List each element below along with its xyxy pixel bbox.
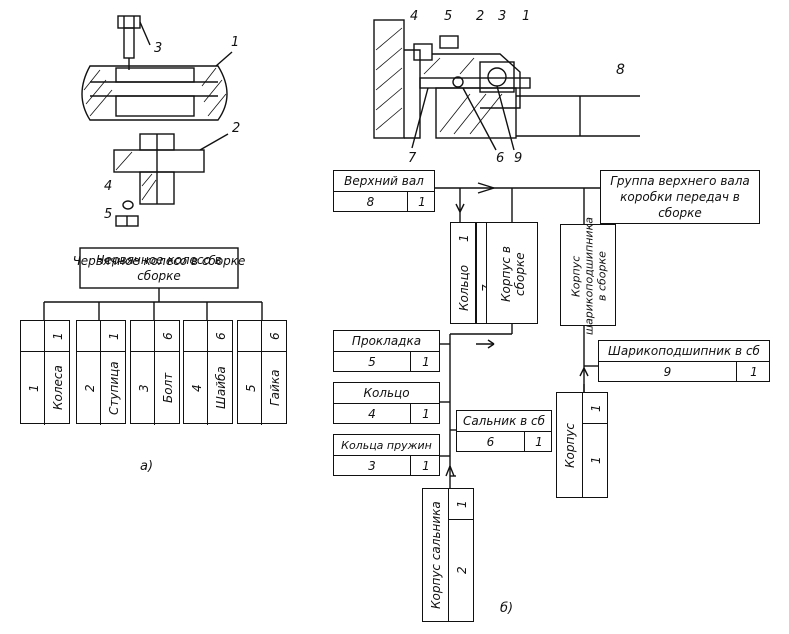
- part-node-kolesa: Колеса 1 1: [20, 320, 70, 425]
- node-shaft: Верхний вал 8 1: [333, 170, 435, 212]
- part-node-gaika: Гайка 5 6: [237, 320, 287, 425]
- node-index: 5: [334, 352, 411, 371]
- section-label-2: 2: [476, 9, 484, 24]
- section-label-5: 5: [444, 9, 452, 24]
- node-name: Кольцо: [457, 264, 471, 312]
- part-qty: 1: [51, 332, 65, 340]
- node-index: 6: [457, 432, 525, 451]
- section-label-7: 7: [408, 151, 417, 166]
- part-node-bolt: Болт 3 6: [130, 320, 180, 425]
- node-index: 8: [334, 192, 408, 211]
- node-name: Корпус в сборке: [499, 246, 527, 302]
- node-qty: 1: [418, 194, 426, 209]
- drawing-label-1: 1: [231, 35, 239, 50]
- node-index: 9: [599, 362, 737, 381]
- gearbox-shaft-section-drawing: [373, 19, 640, 151]
- part-index: 5: [244, 384, 258, 392]
- worm-wheel-exploded-drawing: [81, 15, 233, 227]
- node-qty: 1: [750, 364, 758, 379]
- part-index: 4: [190, 384, 204, 392]
- part-name: Ступица: [107, 361, 121, 415]
- part-qty: 6: [268, 332, 282, 340]
- section-label-4: 4: [410, 9, 418, 24]
- node-qty: 1: [589, 404, 603, 412]
- node-index: 2: [455, 566, 469, 574]
- node-qty: 1: [455, 500, 469, 508]
- part-qty: 1: [107, 332, 121, 340]
- node-bearing-housing-assy: Корпус шарикоподшипника в сборке: [560, 217, 616, 335]
- node-qty: 1: [535, 434, 543, 449]
- node-name: Прокладка: [334, 331, 439, 352]
- section-label-3: 3: [498, 9, 506, 24]
- node-housing: Корпус 1 1: [556, 392, 608, 498]
- section-label-6: 6: [496, 151, 504, 166]
- node-name: Корпус шарикоподшипника в сборке: [569, 217, 609, 335]
- section-label-9: 9: [514, 151, 522, 166]
- part-node-stupica: Ступица 2 1: [76, 320, 126, 425]
- caption-a: а): [140, 459, 153, 474]
- section-label-1: 1: [522, 9, 530, 24]
- part-node-shaiba: Шайба 4 6: [183, 320, 233, 425]
- part-index: 3: [137, 384, 151, 392]
- drawing-label-4: 4: [104, 179, 112, 194]
- node-housing-assy: Корпус в сборке: [486, 222, 538, 324]
- part-index: 2: [83, 384, 97, 392]
- node-index: 4: [334, 404, 411, 423]
- node-bearing: Шарикоподшипник в сб 9 1: [598, 340, 770, 382]
- node-name: Кольцо: [334, 383, 439, 404]
- caption-b: б): [500, 601, 513, 616]
- section-label-8: 8: [616, 62, 625, 78]
- node-group: Группа верхнего вала коробки передач в с…: [600, 170, 760, 224]
- node-qty: 1: [422, 354, 430, 369]
- node-ring-top: Кольцо 1: [450, 222, 476, 324]
- part-name: Шайба: [214, 366, 228, 410]
- node-gasket: Прокладка 5 1: [333, 330, 440, 372]
- drawing-label-3: 3: [154, 41, 162, 56]
- drawing-label-5: 5: [104, 207, 112, 222]
- part-index: 1: [27, 384, 41, 392]
- node-seal-housing: Корпус сальника 2 1: [422, 488, 474, 622]
- node-index: 1: [589, 456, 603, 464]
- node-spring-rings: Кольца пружин 3 1: [333, 434, 440, 476]
- node-qty: 1: [422, 406, 430, 421]
- node-name: Верхний вал: [334, 171, 434, 192]
- part-name: Гайка: [268, 369, 282, 407]
- node-name: Корпус: [563, 422, 577, 468]
- node-qty: 1: [457, 234, 471, 242]
- part-qty: 6: [161, 332, 175, 340]
- drawing-label-2: 2: [232, 121, 240, 136]
- part-name: Колеса: [51, 365, 65, 411]
- node-name: Шарикоподшипник в сб: [599, 341, 769, 362]
- root-node-text: Червячное колесо в сборке: [73, 254, 246, 268]
- root-node-label: Червячное колесо в сборке: [96, 253, 222, 283]
- node-seal-assy: Сальник в сб 6 1: [456, 410, 552, 452]
- part-qty: 6: [214, 332, 228, 340]
- node-name: Корпус сальника: [429, 501, 443, 609]
- node-qty: 1: [422, 458, 430, 473]
- node-ring-mid: Кольцо 4 1: [333, 382, 440, 424]
- node-name: Кольца пружин: [334, 435, 439, 456]
- node-index: 3: [334, 456, 411, 475]
- part-name: Болт: [161, 372, 175, 404]
- node-name: Сальник в сб: [457, 411, 551, 432]
